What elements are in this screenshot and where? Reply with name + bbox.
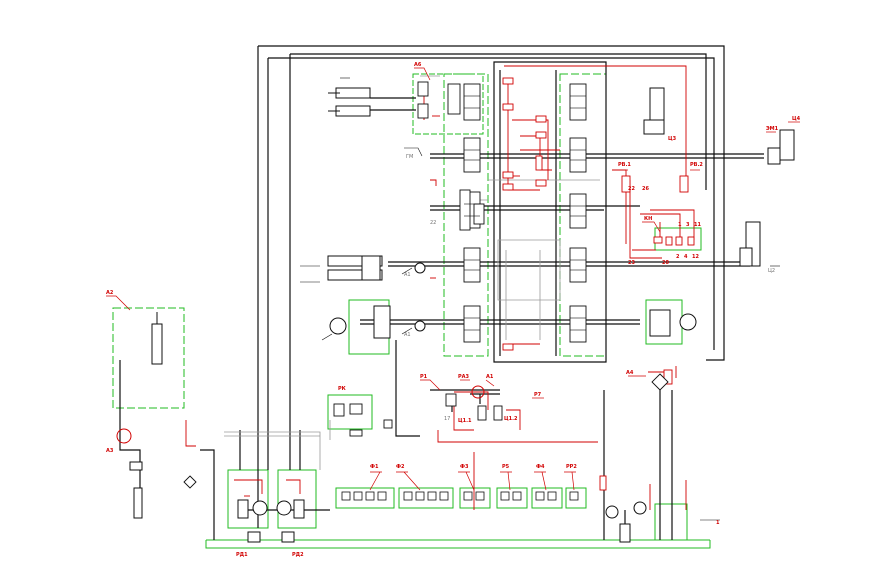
frame-f-block-5 bbox=[531, 487, 563, 509]
label-f1: Ф1 bbox=[370, 464, 379, 470]
frame-f-block-3 bbox=[459, 487, 491, 509]
cylinder-body bbox=[649, 87, 665, 123]
black-leaders bbox=[300, 77, 780, 521]
label-3: 3 bbox=[686, 222, 690, 228]
label-17: 17 bbox=[444, 416, 450, 422]
pressure-gauge-a3 bbox=[116, 428, 132, 444]
valve-spool bbox=[569, 305, 587, 343]
valve-spool bbox=[463, 247, 481, 283]
label-rb2: РВ.2 bbox=[690, 162, 703, 168]
cylinder-body bbox=[335, 87, 371, 99]
label-p5: Р5 bbox=[502, 464, 510, 470]
label-pd2: РД2 bbox=[292, 552, 304, 558]
pressure-lines bbox=[119, 45, 764, 540]
valve-spool bbox=[569, 83, 587, 121]
valve-spool bbox=[463, 83, 481, 121]
label-c3: Ц3 bbox=[668, 136, 677, 142]
label-20: 20 bbox=[662, 260, 669, 266]
label-a1-top: А1 bbox=[404, 272, 411, 278]
frame-pump-left bbox=[227, 469, 269, 529]
frame-rk bbox=[327, 394, 373, 430]
label-11: 11 bbox=[694, 222, 701, 228]
label-kn: КН bbox=[644, 216, 652, 222]
label-c2: Ц2 bbox=[768, 268, 775, 274]
valve-spool bbox=[417, 81, 429, 97]
label-23: 23 bbox=[628, 260, 635, 266]
label-pr2: РР2 bbox=[566, 464, 577, 470]
frame-f-block-6 bbox=[565, 487, 587, 509]
cylinder-body bbox=[335, 105, 371, 117]
label-p1: Р1 bbox=[420, 374, 428, 380]
f-block-valves bbox=[341, 491, 579, 501]
label-f3: Ф3 bbox=[460, 464, 469, 470]
frame-f-block-1 bbox=[335, 487, 395, 509]
valve-spool bbox=[463, 305, 481, 343]
label-f4: Ф4 bbox=[536, 464, 545, 470]
label-c4: Ц4 bbox=[792, 116, 801, 122]
f-block-leaders bbox=[369, 471, 576, 491]
frame-f-block-4 bbox=[496, 487, 528, 509]
label-rb1: РВ.1 bbox=[618, 162, 631, 168]
cylinder-body bbox=[327, 269, 383, 281]
frame-a2 bbox=[112, 307, 185, 409]
cylinder-body bbox=[779, 129, 795, 161]
valve-spool bbox=[473, 203, 485, 225]
label-em1: ЭМ1 bbox=[766, 126, 779, 132]
label-f2: Ф2 bbox=[396, 464, 405, 470]
label-12: 12 bbox=[692, 254, 699, 260]
label-2: 2 bbox=[676, 254, 680, 260]
cylinders bbox=[129, 87, 795, 543]
label-side-1: 1 bbox=[716, 520, 720, 526]
label-p7: Р7 bbox=[534, 392, 542, 398]
label-4: 4 bbox=[684, 254, 688, 260]
label-a1-mid: А1 bbox=[404, 332, 411, 338]
pilot-valves bbox=[502, 77, 695, 491]
pump bbox=[252, 500, 268, 516]
pumps bbox=[237, 262, 647, 543]
pilot-lines bbox=[185, 65, 695, 510]
label-a2: А2 bbox=[106, 290, 114, 296]
label-leaders bbox=[106, 67, 800, 399]
spool-dividers bbox=[464, 95, 586, 331]
frame-f-block-2 bbox=[398, 487, 454, 509]
label-a4: А4 bbox=[626, 370, 634, 376]
valve-spool bbox=[569, 247, 587, 283]
label-gm: ГМ bbox=[406, 154, 413, 160]
distributor-sections bbox=[417, 81, 587, 343]
valve-spool bbox=[447, 83, 461, 115]
cylinder-body bbox=[327, 255, 383, 267]
label-c1-2: Ц1.2 bbox=[504, 416, 518, 422]
label-22: 22 bbox=[628, 186, 635, 192]
valve-spool bbox=[569, 193, 587, 229]
instruments bbox=[183, 373, 669, 489]
frame-distributor-left bbox=[443, 73, 489, 357]
pump bbox=[276, 500, 292, 516]
frame-pump-right bbox=[277, 469, 317, 529]
label-c1-1: Ц1.1 bbox=[458, 418, 472, 424]
group-frames bbox=[112, 73, 711, 549]
label-a3: А3 bbox=[106, 448, 114, 454]
red-indicators bbox=[116, 385, 485, 444]
valve-spool bbox=[463, 137, 481, 173]
valve-spool bbox=[459, 189, 471, 231]
label-1: 1 bbox=[678, 222, 682, 228]
valve-spool bbox=[417, 103, 429, 119]
label-a1-red: А1 bbox=[486, 374, 494, 380]
label-26: 26 bbox=[642, 186, 649, 192]
label-pd1: РД1 bbox=[236, 552, 248, 558]
label-a6: А6 bbox=[414, 62, 422, 68]
label-rk: РК bbox=[338, 386, 347, 392]
label-22b: 22 bbox=[430, 220, 436, 226]
valve-spool bbox=[569, 137, 587, 173]
diagram-labels: А6 А2 А3 А4 А1 А1 А1 Р1 Р7 РА3 РВ.1 РВ.2… bbox=[106, 62, 801, 558]
pressure-gauge-a1 bbox=[471, 385, 485, 399]
label-pa3: РА3 bbox=[458, 374, 470, 380]
